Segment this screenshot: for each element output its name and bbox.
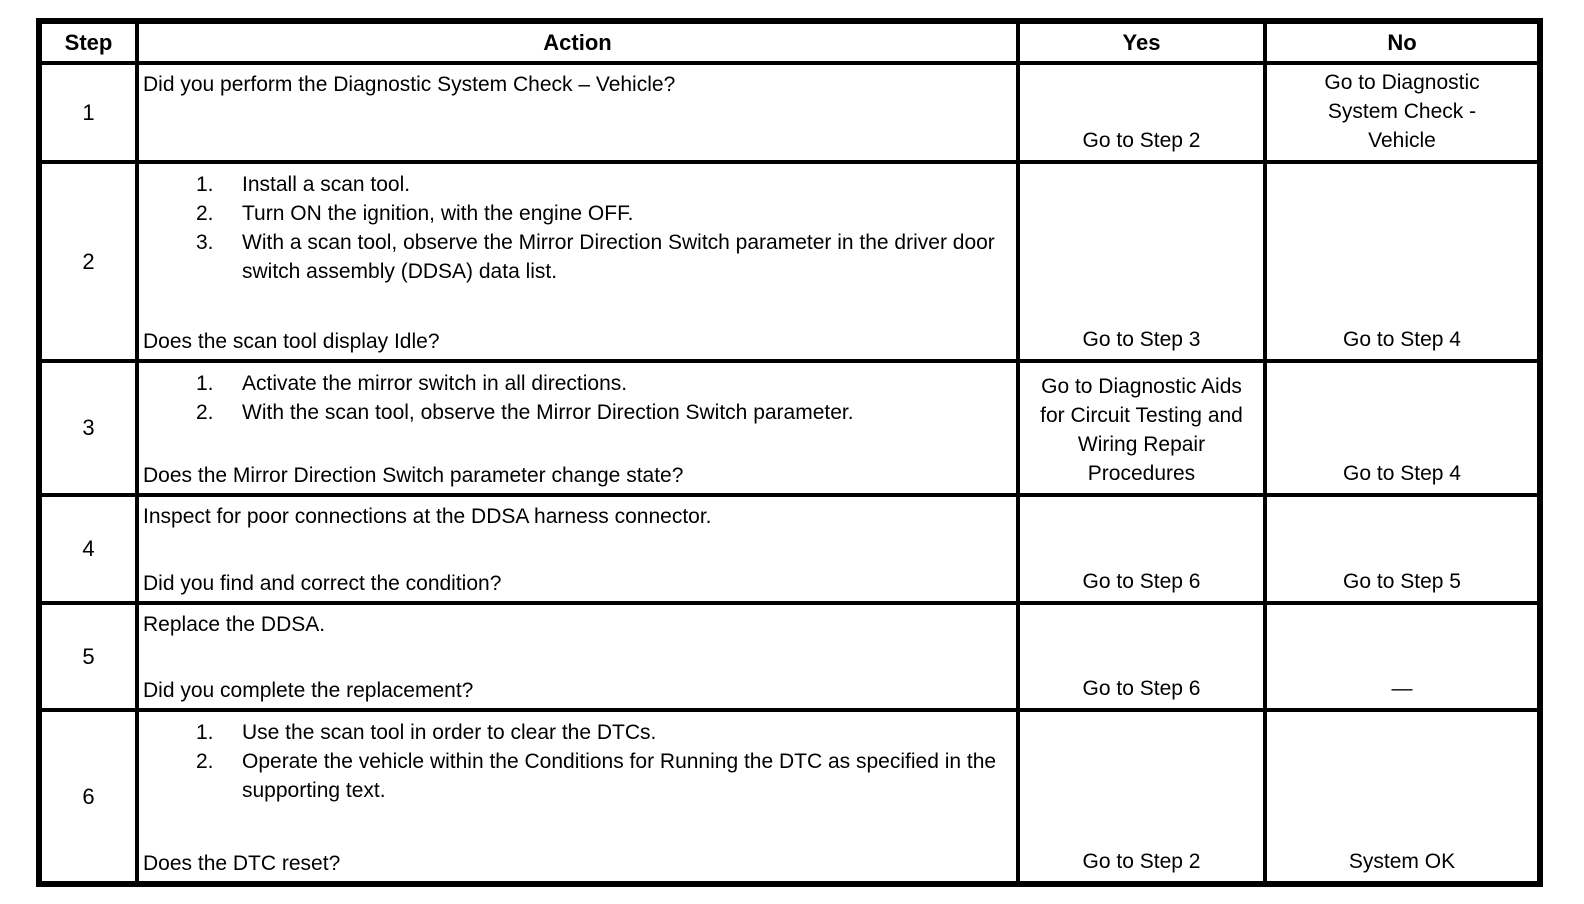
yes-result: Go to Step 3 <box>1082 328 1201 351</box>
list-item: 2. With the scan tool, observe the Mirror… <box>196 398 1008 427</box>
step-number: 1 <box>37 61 139 164</box>
list-item: 2. Operate the vehicle within the Conditi… <box>196 747 1008 805</box>
action-cell: 1. Activate the mirror switch in all dire… <box>135 359 1020 497</box>
action-question: Did you complete the replacement? <box>143 679 474 702</box>
column-header-action: Action <box>135 19 1020 65</box>
list-item-text: Install a scan tool. <box>242 173 411 196</box>
list-item-text: Turn ON the ignition, with the engine OF… <box>242 202 634 225</box>
action-intro: Replace the DDSA. <box>143 613 326 636</box>
no-cell: Go to Step 4 <box>1263 160 1542 363</box>
list-item-number: 2. <box>196 750 214 773</box>
no-cell: — <box>1263 601 1542 712</box>
action-cell: Did you perform the Diagnostic System Ch… <box>135 61 1020 164</box>
no-cell: Go to Step 4 <box>1263 359 1542 497</box>
list-item-text: Operate the vehicle within the Condition… <box>242 750 997 802</box>
diagnostic-step-table: Step Action Yes No 1 Did you perform the… <box>36 18 1543 887</box>
action-cell: 1. Install a scan tool. 2. Turn ON the ign… <box>135 160 1020 363</box>
no-cell: Go to Diagnostic System Check - Vehicle <box>1263 61 1542 164</box>
no-cell: System OK <box>1263 708 1542 886</box>
action-intro: Inspect for poor connections at the DDSA… <box>143 505 712 528</box>
no-result: Go to Step 4 <box>1343 462 1461 485</box>
action-question: Does the scan tool display Idle? <box>143 330 440 353</box>
step-number: 6 <box>37 708 139 886</box>
list-item-number: 1. <box>196 721 214 744</box>
table-row-step-2: 2 1. Install a scan tool. 2. Turn ON the i… <box>37 160 1542 363</box>
list-item-number: 1. <box>196 173 214 196</box>
list-item-text: With a scan tool, observe the Mirror Dir… <box>242 231 995 283</box>
list-item-number: 3. <box>196 231 214 254</box>
list-item-text: Use the scan tool in order to clear the … <box>242 721 657 744</box>
column-header-step: Step <box>37 19 139 65</box>
list-item: 1. Install a scan tool. <box>196 170 1008 199</box>
no-result: Go to Step 5 <box>1343 570 1461 593</box>
list-item-number: 2. <box>196 401 214 424</box>
action-question: Did you find and correct the condition? <box>143 572 502 595</box>
step-number: 5 <box>37 601 139 712</box>
action-list: 1. Install a scan tool. 2. Turn ON the ign… <box>196 170 1008 286</box>
step-number: 3 <box>37 359 139 497</box>
list-item: 1. Use the scan tool in order to clear th… <box>196 718 1008 747</box>
list-item-number: 1. <box>196 372 214 395</box>
list-item: 1. Activate the mirror switch in all dire… <box>196 369 1008 398</box>
yes-result: Go to Step 6 <box>1082 677 1201 700</box>
yes-cell: Go to Step 2 <box>1016 61 1267 164</box>
action-cell: Replace the DDSA. Did you complete the r… <box>135 601 1020 712</box>
action-question: Does the Mirror Direction Switch paramet… <box>143 464 684 487</box>
no-result: Go to Step 4 <box>1343 328 1461 351</box>
table-row-step-1: 1 Did you perform the Diagnostic System … <box>37 61 1542 164</box>
action-list: 1. Activate the mirror switch in all dire… <box>196 369 1008 427</box>
no-cell: Go to Step 5 <box>1263 493 1542 605</box>
action-list: 1. Use the scan tool in order to clear th… <box>196 718 1008 805</box>
yes-cell: Go to Diagnostic Aids for Circuit Testin… <box>1016 359 1267 497</box>
step-number: 2 <box>37 160 139 363</box>
list-item-text: With the scan tool, observe the Mirror D… <box>242 401 854 424</box>
no-result: — <box>1391 677 1413 700</box>
no-result: System OK <box>1348 850 1456 873</box>
action-question: Does the DTC reset? <box>143 852 341 875</box>
table-header-row: Step Action Yes No <box>37 19 1542 65</box>
list-item: 2. Turn ON the ignition, with the engine … <box>196 199 1008 228</box>
yes-result: Go to Diagnostic Aids for Circuit Testin… <box>1040 375 1243 485</box>
action-cell: 1. Use the scan tool in order to clear th… <box>135 708 1020 886</box>
table-row-step-4: 4 Inspect for poor connections at the DD… <box>37 493 1542 605</box>
table-row-step-6: 6 1. Use the scan tool in order to clear … <box>37 708 1542 886</box>
list-item: 3. With a scan tool, observe the Mirror D… <box>196 228 1008 286</box>
yes-result: Go to Step 2 <box>1082 129 1201 152</box>
yes-cell: Go to Step 2 <box>1016 708 1267 886</box>
column-header-no: No <box>1263 19 1542 65</box>
table-row-step-5: 5 Replace the DDSA. Did you complete the… <box>37 601 1542 712</box>
yes-cell: Go to Step 6 <box>1016 601 1267 712</box>
action-intro: Did you perform the Diagnostic System Ch… <box>143 73 676 96</box>
list-item-number: 2. <box>196 202 214 225</box>
yes-cell: Go to Step 3 <box>1016 160 1267 363</box>
column-header-yes: Yes <box>1016 19 1267 65</box>
step-number: 4 <box>37 493 139 605</box>
yes-result: Go to Step 2 <box>1082 850 1201 873</box>
yes-result: Go to Step 6 <box>1082 570 1201 593</box>
table-row-step-3: 3 1. Activate the mirror switch in all di… <box>37 359 1542 497</box>
list-item-text: Activate the mirror switch in all direct… <box>242 372 628 395</box>
action-cell: Inspect for poor connections at the DDSA… <box>135 493 1020 605</box>
yes-cell: Go to Step 6 <box>1016 493 1267 605</box>
no-result: Go to Diagnostic System Check - Vehicle <box>1324 71 1480 152</box>
